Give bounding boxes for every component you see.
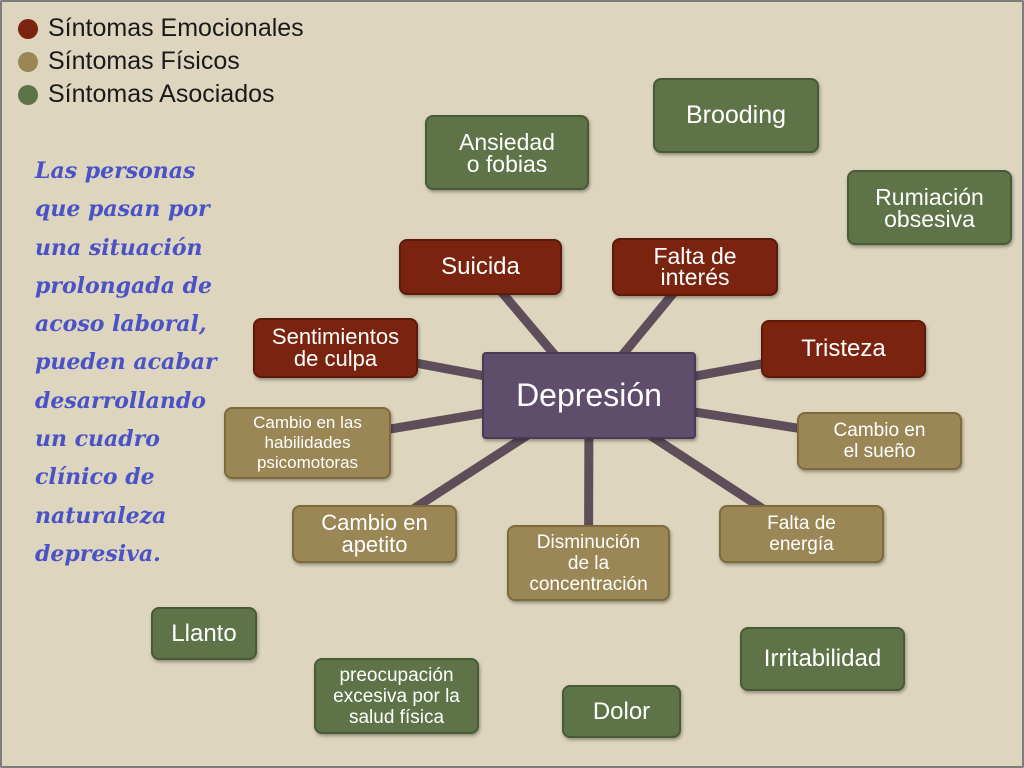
note-line: un cuadro (35, 426, 160, 453)
legend-item-emocionales: Síntomas Emocionales (18, 12, 304, 45)
node-preocupacion-salud-fisica: preocupación excesiva por la salud físic… (314, 658, 479, 734)
node-falta-de-energia: Falta de energía (719, 505, 884, 563)
node-sentimientos-de-culpa: Sentimientos de culpa (253, 318, 418, 378)
note-line: pueden acabar (35, 349, 217, 376)
node-cambio-en-el-sueno: Cambio en el sueño (797, 412, 962, 470)
node-disminucion-concentracion: Disminución de la concentración (507, 525, 670, 601)
legend-label: Síntomas Físicos (48, 47, 240, 75)
note-line: Las personas (35, 158, 196, 184)
node-brooding: Brooding (653, 78, 819, 153)
legend-marker-fisicos (18, 51, 38, 72)
node-ansiedad-o-fobias: Ansiedad o fobias (425, 115, 589, 190)
legend: Síntomas Emocionales Síntomas Físicos Sí… (18, 12, 304, 111)
node-llanto: Llanto (151, 607, 257, 660)
note-line: naturaleza (35, 502, 167, 529)
node-irritabilidad: Irritabilidad (740, 627, 905, 691)
legend-label: Síntomas Emocionales (48, 14, 304, 42)
note-line: una situación (35, 234, 203, 261)
node-suicida: Suicida (399, 239, 562, 295)
note-line: prolongada de (35, 272, 212, 299)
description-note: Las personas que pasan por una situación… (35, 152, 255, 573)
legend-item-asociados: Síntomas Asociados (18, 78, 304, 111)
note-line: depresiva. (35, 540, 161, 567)
legend-item-fisicos: Síntomas Físicos (18, 45, 304, 78)
note-line: que pasan por (35, 196, 210, 223)
node-falta-de-interes: Falta de interés (612, 238, 778, 296)
note-line: clínico de (35, 464, 155, 491)
node-cambio-en-apetito: Cambio en apetito (292, 505, 457, 563)
note-line: acoso laboral, (35, 311, 207, 338)
legend-marker-asociados (18, 84, 38, 105)
node-depresion-center: Depresión (482, 352, 696, 439)
node-tristeza: Tristeza (761, 320, 926, 378)
note-line: desarrollando (35, 387, 206, 414)
node-cambio-habilidades-psicomotoras: Cambio en las habilidades psicomotoras (224, 407, 391, 479)
node-rumiacion-obsesiva: Rumiación obsesiva (847, 170, 1012, 245)
node-dolor: Dolor (562, 685, 681, 738)
legend-label: Síntomas Asociados (48, 80, 275, 108)
legend-marker-emocionales (18, 18, 38, 39)
